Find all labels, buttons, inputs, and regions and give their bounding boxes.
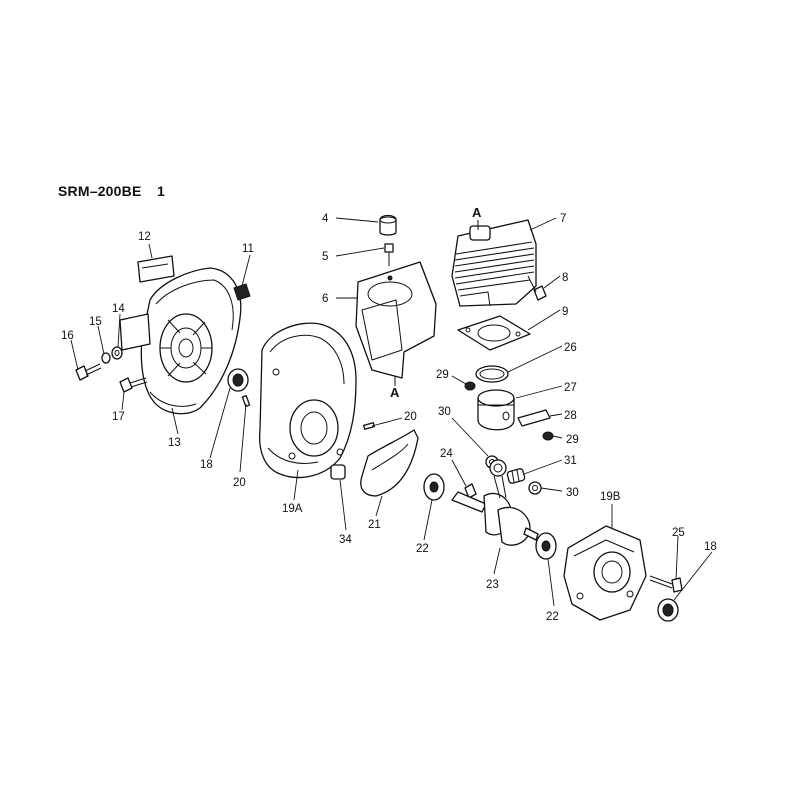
part-13-fan-housing xyxy=(119,267,242,415)
callout-7: 7 xyxy=(560,213,566,225)
part-30-thrust-washer-2 xyxy=(528,481,542,495)
callout-27: 27 xyxy=(564,382,577,394)
part-22-ball-bearing xyxy=(423,473,445,501)
part-17-bolt xyxy=(119,377,148,393)
callout-28: 28 xyxy=(564,410,577,422)
part-14-washer xyxy=(111,346,123,360)
section-mark-a-top: A xyxy=(472,205,482,220)
callout-5: 5 xyxy=(322,251,328,263)
part-34-bushing xyxy=(330,464,346,480)
callout-19A: 19A xyxy=(282,503,303,515)
callout-26: 26 xyxy=(564,342,577,354)
callout-29-b: 29 xyxy=(566,434,579,446)
part-25-bolt xyxy=(649,575,683,593)
callout-31: 31 xyxy=(564,455,577,467)
sheet-number: 1 xyxy=(157,183,165,199)
callout-34: 34 xyxy=(339,534,352,546)
callout-24: 24 xyxy=(440,448,453,460)
callout-15: 15 xyxy=(89,316,102,328)
part-18-oil-seal xyxy=(227,368,249,392)
part-20-dowel-pin xyxy=(241,394,251,408)
callout-25: 25 xyxy=(672,527,685,539)
callout-30-b: 30 xyxy=(566,487,579,499)
section-mark-a-bottom: A xyxy=(390,385,400,400)
callout-23: 23 xyxy=(486,579,499,591)
leader-lines xyxy=(70,217,713,607)
part-23-crankshaft xyxy=(451,459,539,546)
part-24-woodruff-key xyxy=(464,483,477,499)
part-6-cylinder-cover xyxy=(355,261,437,379)
part-26-piston-ring xyxy=(475,365,509,383)
part-29-circlip-2 xyxy=(542,431,554,441)
callout-18: 18 xyxy=(200,459,213,471)
part-18-oil-seal-2 xyxy=(657,598,679,622)
part-31-needle-bearing xyxy=(506,468,526,484)
callout-20-b: 20 xyxy=(233,477,246,489)
callout-22: 22 xyxy=(416,543,429,555)
callout-21: 21 xyxy=(368,519,381,531)
callout-16: 16 xyxy=(61,330,74,342)
callout-17: 17 xyxy=(112,411,125,423)
part-9-cylinder-gasket xyxy=(457,315,531,351)
callout-29: 29 xyxy=(436,369,449,381)
callout-4: 4 xyxy=(322,213,329,225)
callout-19B: 19B xyxy=(600,491,621,503)
callout-14: 14 xyxy=(112,303,125,315)
callout-9: 9 xyxy=(562,306,568,318)
callout-11: 11 xyxy=(242,243,254,255)
part-5-screw xyxy=(384,243,394,266)
part-19B-crankcase xyxy=(563,525,647,621)
part-19A-crankcase xyxy=(258,322,357,479)
model-number: SRM–200BE xyxy=(58,183,142,199)
part-29-circlip xyxy=(464,381,476,391)
part-12-label-sticker xyxy=(137,255,175,283)
part-15-lock-washer xyxy=(101,352,111,364)
part-21-crankcase-gasket xyxy=(360,429,419,497)
callout-22-b: 22 xyxy=(546,611,559,623)
part-22-ball-bearing-2 xyxy=(535,532,557,560)
part-8-cylinder-bolt xyxy=(527,275,547,301)
callout-18-b: 18 xyxy=(704,541,717,553)
part-27-piston xyxy=(477,389,515,431)
part-7-cylinder xyxy=(451,219,537,307)
part-4-cap xyxy=(379,214,397,236)
callout-20: 20 xyxy=(404,411,417,423)
callout-8: 8 xyxy=(562,272,568,284)
callout-6: 6 xyxy=(322,293,328,305)
part-16-bolt xyxy=(75,363,102,381)
callout-13: 13 xyxy=(168,437,181,449)
section-arrows xyxy=(394,220,479,386)
part-20-dowel-pin-2 xyxy=(363,422,375,430)
part-28-piston-pin xyxy=(517,409,551,427)
callout-30: 30 xyxy=(438,406,451,418)
callout-12: 12 xyxy=(138,231,151,243)
